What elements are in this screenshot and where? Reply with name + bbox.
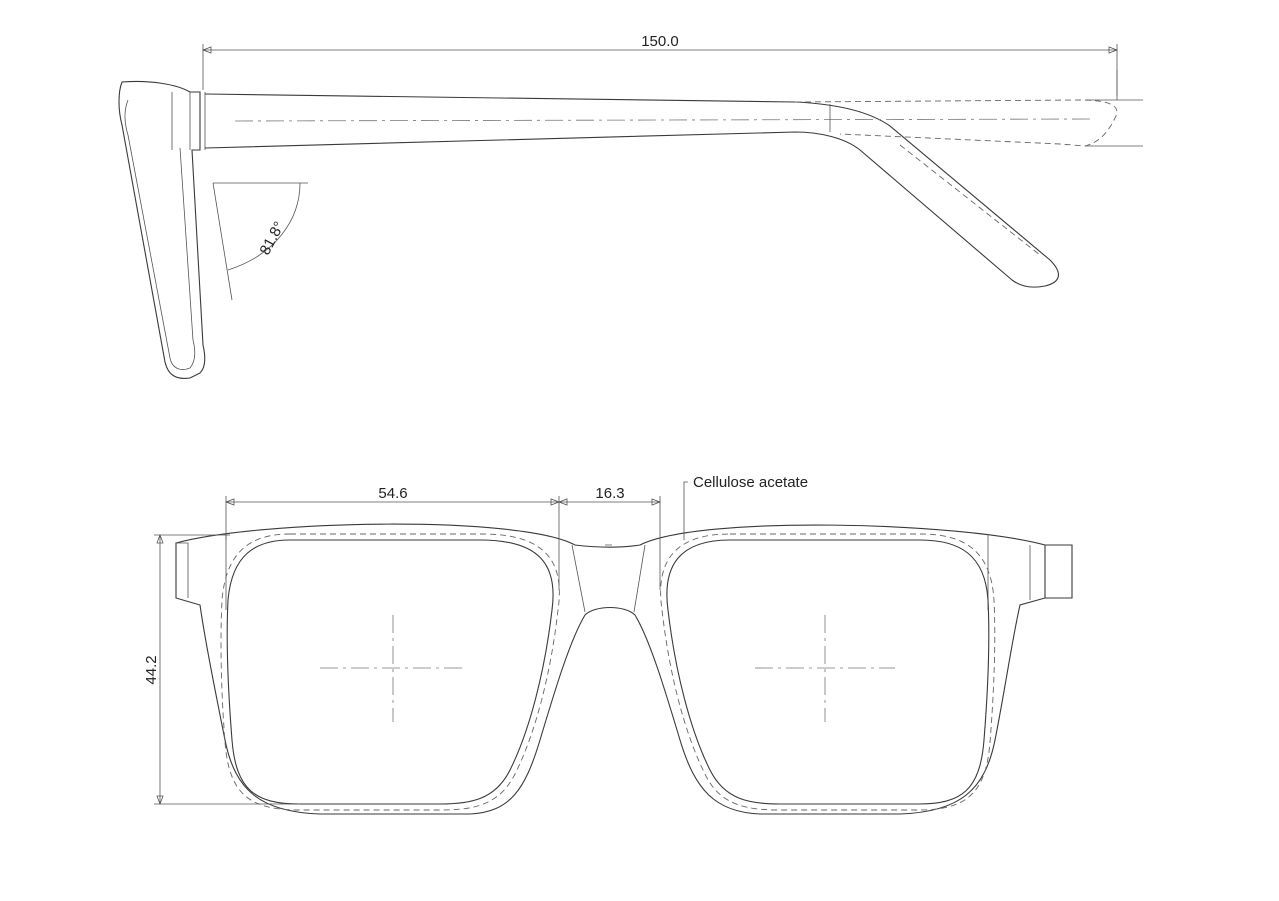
material-callout-leader xyxy=(683,481,688,540)
bridge-width-dimension-line xyxy=(557,496,662,590)
right-lens-outline xyxy=(666,539,990,805)
bridge-detail xyxy=(571,544,646,613)
angle-arc xyxy=(227,182,301,271)
rim-profile-edge xyxy=(171,92,206,150)
frame-outer xyxy=(175,523,1046,815)
bridge-width-label: 16.3 xyxy=(595,485,624,502)
rim-profile-inner xyxy=(124,99,196,370)
temple-arm xyxy=(204,93,1059,288)
left-hinge-block xyxy=(176,542,189,598)
front-view: 54.6 16.3 44.2 Cellulose acetate xyxy=(143,474,1073,815)
temple-arm-dashed-center xyxy=(899,144,1041,256)
temple-centerline xyxy=(234,118,1096,122)
lens-height-label: 44.2 xyxy=(143,655,160,684)
length-dimension-label: 150.0 xyxy=(641,33,679,50)
angle-label: 81.8° xyxy=(257,219,289,258)
right-lens-groove xyxy=(660,533,996,811)
side-view: 150.0 81.8° xyxy=(118,33,1143,379)
rim-profile-outer xyxy=(118,80,206,379)
right-hinge-block xyxy=(1045,544,1073,599)
left-lens-outline xyxy=(226,539,554,805)
lens-width-dimension-line xyxy=(224,496,561,590)
material-callout-label: Cellulose acetate xyxy=(693,474,808,491)
lens-width-label: 54.6 xyxy=(378,485,407,502)
length-dimension-line xyxy=(201,44,1119,96)
lens-height-dimension-line xyxy=(154,533,300,806)
temple-tip-dashed xyxy=(794,99,1118,147)
left-lens-groove xyxy=(220,533,560,811)
angle-reference-lines xyxy=(212,182,308,301)
tip-extension-lines xyxy=(1085,70,1143,147)
